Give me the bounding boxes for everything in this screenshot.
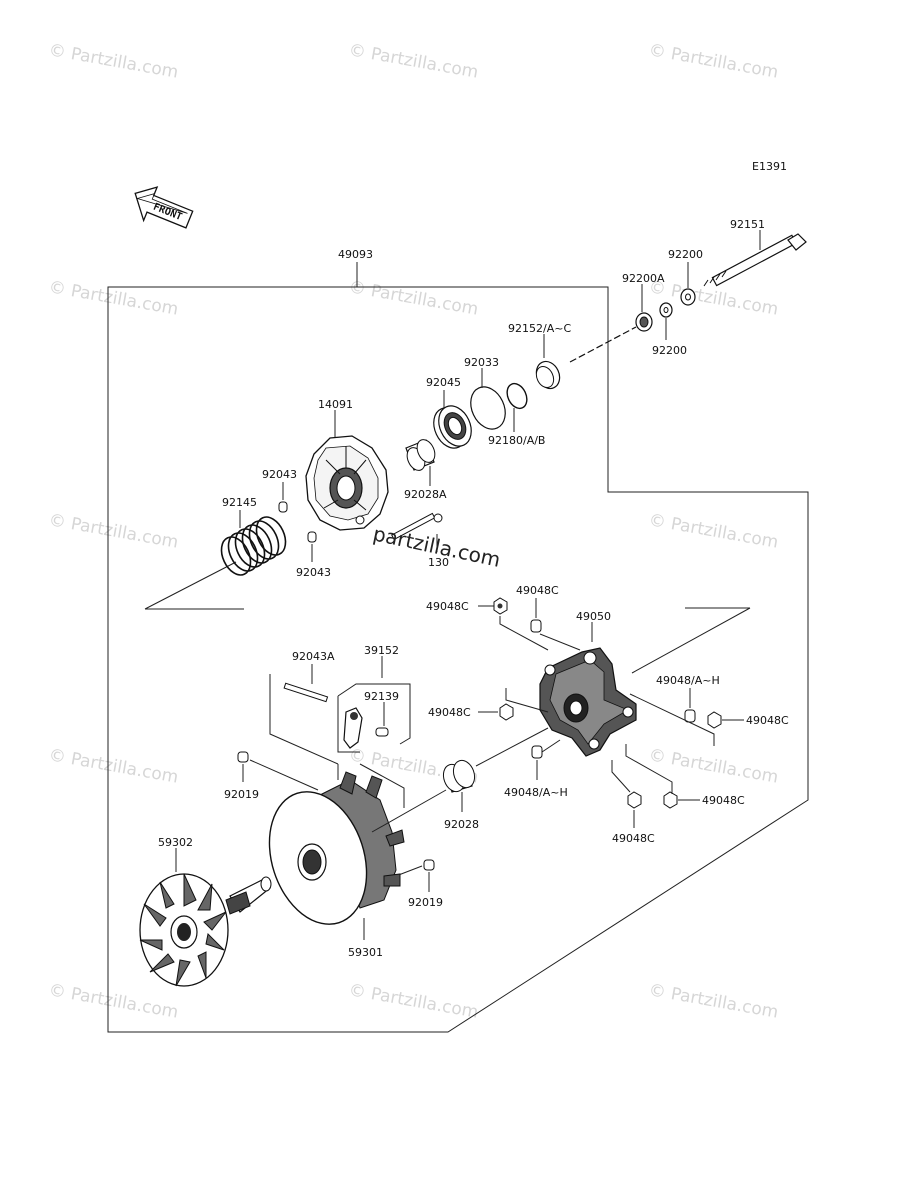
part-label-49048C-2: 49048C [516,584,559,597]
bushing-92152: 92152/A~C [508,322,571,390]
watermark-text: © Partzilla.com [47,980,180,1022]
watermark-text: © Partzilla.com [47,277,180,319]
part-label-92019-top: 92019 [224,788,259,801]
bushing-92028A: 92028A [404,439,447,501]
nut-49048C-5: 49048C [663,791,745,809]
part-label-49048AH-1: 49048/A~H [656,674,720,687]
part-label-92043-top: 92043 [262,468,297,481]
nut-49048C-2: 49048C [516,584,559,633]
pin-92043A: 92043A [283,650,335,703]
part-label-92139: 92139 [364,690,399,703]
bearing-92045: 92045 [426,376,472,449]
part-label-59302: 59302 [158,836,193,849]
assembly-outline: 49093 [107,248,809,1033]
watermark-text: © Partzilla.com [347,40,480,82]
part-label-92033: 92033 [464,356,499,369]
part-label-92152: 92152/A~C [508,322,571,335]
part-label-92045: 92045 [426,376,461,389]
washer-92200: 92200 92200 [652,248,703,357]
nut-49048C-1: 49048C [426,597,508,615]
part-label-49048C-6: 49048C [612,832,655,845]
circlip-92033: 92033 [464,356,506,430]
watermark-text: © Partzilla.com [647,510,780,552]
fixed-sheave-59302: 59302 [139,836,272,987]
roller-arm-92139: 92139 [343,690,399,749]
bolt-92151: 92151 [703,218,807,287]
part-label-92200-top: 92200 [668,248,703,261]
cover-14091: 14091 [305,398,389,531]
nut-49048C-6: 49048C [612,791,655,845]
part-label-92200-bottom: 92200 [652,344,687,357]
roller-49048AH-2: 49048/A~H [504,745,568,799]
watermark-text: © Partzilla.com [647,980,780,1022]
part-label-92043-bottom: 92043 [296,566,331,579]
pin-92043-bottom: 92043 [296,531,331,579]
part-label-49048C-5: 49048C [702,794,745,807]
watermark-text: © Partzilla.com [347,277,480,319]
group-box-39152: 39152 [337,644,411,753]
part-label-92019-bottom: 92019 [408,896,443,909]
part-label-49048C-4: 49048C [746,714,789,727]
part-label-39152: 39152 [364,644,399,657]
axis-line-upper [144,561,237,610]
part-label-92043A: 92043A [292,650,335,663]
front-arrow-icon: FRONT [134,186,194,229]
part-label-14091: 14091 [318,398,353,411]
plug-92019-top: 92019 [224,751,319,801]
plug-92019-bottom: 92019 [395,859,443,909]
diagram-code: E1391 [752,160,787,173]
part-label-49048C-1: 49048C [426,600,469,613]
ring-92180: 92180/A/B [488,382,545,447]
nut-49048C-3: 49048C [428,703,514,721]
movable-sheave-59301: 59301 [268,771,447,959]
part-label-92180: 92180/A/B [488,434,545,447]
spring-92145: 92145 [220,496,287,576]
spider-49050: 49050 [539,610,637,757]
part-label-92028: 92028 [444,818,479,831]
watermark-text: © Partzilla.com [47,510,180,552]
part-label-49093: 49093 [338,248,373,261]
nut-49048C-4: 49048C [707,711,789,729]
collar-92200A: 92200A [622,272,665,332]
watermark-text: © Partzilla.com [647,40,780,82]
part-label-92200A: 92200A [622,272,665,285]
watermark-text: © Partzilla.com [47,745,180,787]
roller-49048AH-1: 49048/A~H [656,674,720,723]
part-label-49050: 49050 [576,610,611,623]
part-label-49048C-3: 49048C [428,706,471,719]
part-label-59301: 59301 [348,946,383,959]
watermark-text: © Partzilla.com [347,980,480,1022]
shaft-centerline [569,326,637,363]
watermark-text: © Partzilla.com [47,40,180,82]
watermark-text: © Partzilla.com [647,745,780,787]
pin-92043-top: 92043 [262,468,297,513]
part-label-92145: 92145 [222,496,257,509]
bushing-92028: 92028 [442,727,549,831]
part-label-49048AH-2: 49048/A~H [504,786,568,799]
part-label-130: 130 [428,556,449,569]
bolt-130: 130 [391,512,449,569]
part-label-92028A: 92028A [404,488,447,501]
part-label-92151: 92151 [730,218,765,231]
